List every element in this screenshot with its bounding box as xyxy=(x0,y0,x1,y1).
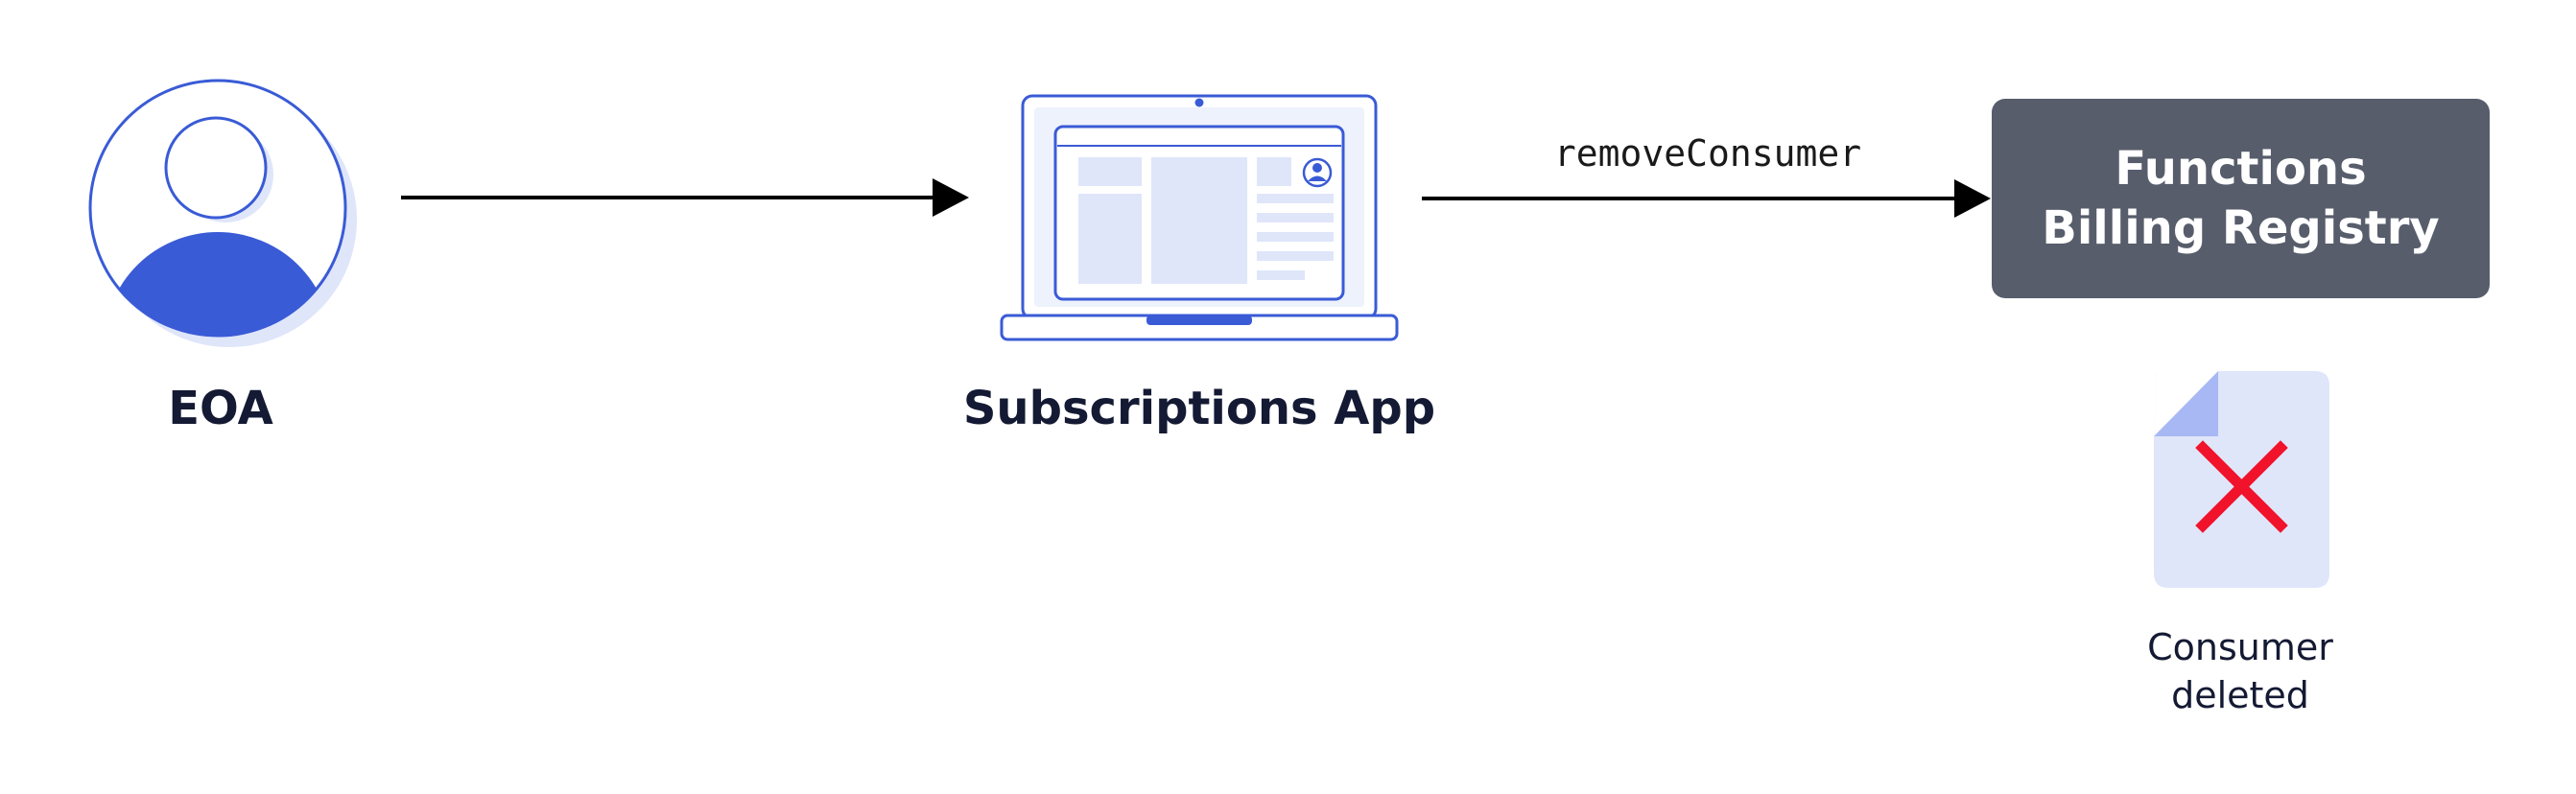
arrow-eoa-to-app xyxy=(401,178,969,217)
remove-consumer-label: removeConsumer xyxy=(1553,132,1862,175)
avatar-outline xyxy=(88,79,347,338)
user-avatar-icon xyxy=(88,79,357,347)
avatar-body xyxy=(105,232,331,336)
webcam-icon xyxy=(1194,98,1204,107)
document-icon xyxy=(2154,371,2329,588)
consumer-deleted-label: Consumer deleted xyxy=(2147,626,2333,716)
laptop-icon xyxy=(1000,94,1399,341)
document-fold xyxy=(2154,371,2218,436)
arrow-app-to-registry xyxy=(1422,179,1991,218)
functions-billing-registry-box: Functions Billing Registry xyxy=(1992,99,2490,298)
profile-icon xyxy=(1302,157,1333,188)
delete-x-icon xyxy=(2195,440,2288,533)
eoa-label: EOA xyxy=(168,382,273,435)
laptop-trackpad xyxy=(1146,315,1252,325)
functions-billing-registry-label: Functions Billing Registry xyxy=(2042,142,2440,255)
subscriptions-app-label: Subscriptions App xyxy=(962,382,1436,435)
avatar-head xyxy=(164,116,268,220)
